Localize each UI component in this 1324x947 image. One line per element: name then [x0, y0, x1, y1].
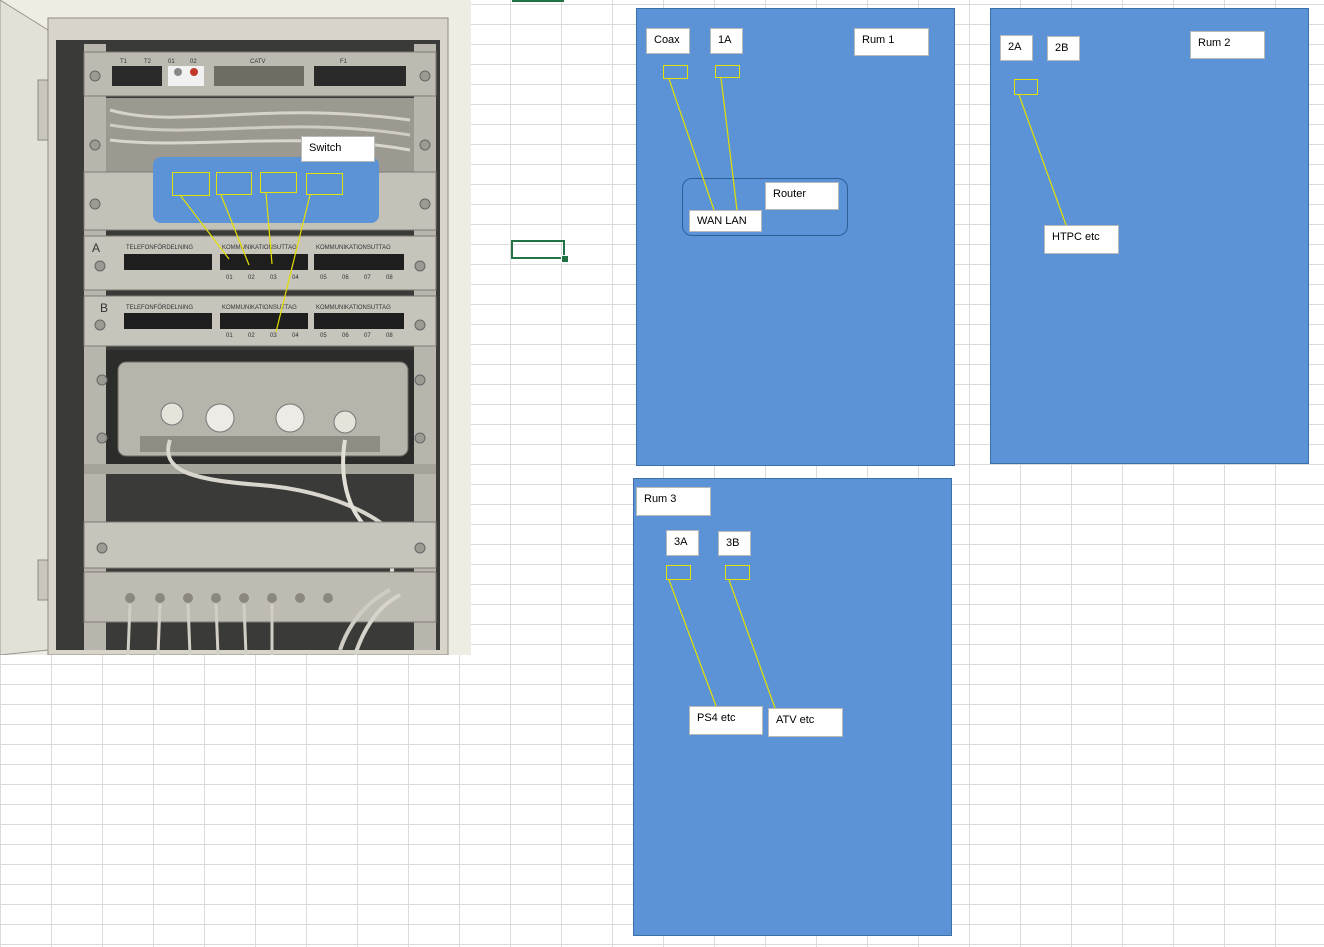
line-3b-to-atv	[728, 579, 776, 709]
rum3-port-3b-label[interactable]: 3B	[718, 531, 751, 556]
patch-b-port-02: 02	[248, 333, 255, 339]
rum2-port-2a-label[interactable]: 2A	[1000, 35, 1033, 61]
line-switch-port4-to-b03	[275, 194, 311, 333]
top-label-01: 01	[168, 59, 175, 65]
rum2-title[interactable]: Rum 2	[1190, 31, 1265, 59]
line-switch-port3-to-a03	[265, 192, 273, 265]
patch-a-port-07: 07	[364, 275, 371, 281]
patch-a-port-02: 02	[248, 275, 255, 281]
switch-port-3[interactable]	[260, 172, 297, 193]
top-label-t1: T1	[120, 59, 128, 65]
line-coax-to-wan	[668, 78, 715, 211]
patch-b-port-05: 05	[320, 333, 327, 339]
rum2-2a-port[interactable]	[1014, 79, 1038, 95]
line-2a-to-htpc	[1018, 94, 1067, 226]
rum3-title[interactable]: Rum 3	[636, 487, 711, 516]
fill-handle[interactable]	[561, 255, 569, 263]
patch-b-port-08: 08	[386, 333, 393, 339]
top-label-catv: CATV	[250, 59, 266, 65]
rum1-coax-label[interactable]: Coax	[646, 28, 690, 54]
line-switch-port2-to-a02	[220, 194, 250, 266]
patch-a-port-08: 08	[386, 275, 393, 281]
patch-b-letter: B	[100, 301, 108, 315]
rum3-port-3a-label[interactable]: 3A	[666, 530, 699, 556]
switch-port-2[interactable]	[216, 172, 252, 195]
line-switch-port1-to-a01	[179, 194, 230, 260]
rum2-port-2b-label[interactable]: 2B	[1047, 36, 1080, 61]
top-label-f1: F1	[340, 59, 348, 65]
patch-b-heading-3: KOMMUNIKATIONSUTTAG	[316, 305, 391, 311]
rum3-atv-label[interactable]: ATV etc	[768, 708, 843, 737]
router-shape[interactable]	[682, 178, 848, 236]
rum1-coax-port[interactable]	[663, 65, 688, 79]
rum1-1a-port[interactable]	[715, 65, 740, 78]
switch-port-1[interactable]	[172, 172, 210, 196]
patch-a-port-05: 05	[320, 275, 327, 281]
column-header-selection	[512, 0, 564, 2]
rum1-panel[interactable]	[636, 8, 955, 466]
switch-shape[interactable]	[153, 157, 379, 223]
patch-b-heading-2: KOMMUNIKATIONSUTTAG	[222, 305, 297, 311]
patch-a-letter: A	[92, 241, 100, 255]
rum3-3a-port[interactable]	[666, 565, 691, 580]
top-label-t2: T2	[144, 59, 152, 65]
rum2-htpc-label[interactable]: HTPC etc	[1044, 225, 1119, 254]
patch-b-port-03: 03	[270, 333, 277, 339]
rum1-port-1a-label[interactable]: 1A	[710, 28, 743, 54]
patch-a-port-04: 04	[292, 275, 299, 281]
patch-b-port-07: 07	[364, 333, 371, 339]
router-label[interactable]: Router	[765, 182, 839, 210]
rum2-panel[interactable]	[990, 8, 1309, 464]
patch-b-port-04: 04	[292, 333, 299, 339]
router-wan-lan-label[interactable]: WAN LAN	[689, 210, 762, 232]
patch-a-heading-1: TELEFONFÖRDELNING	[126, 244, 193, 251]
top-label-02: 02	[190, 59, 197, 65]
patch-b-port-01: 01	[226, 333, 233, 339]
selected-cell[interactable]	[511, 240, 565, 259]
switch-label[interactable]: Switch	[301, 136, 375, 162]
patch-a-heading-2: KOMMUNIKATIONSUTTAG	[222, 245, 297, 251]
rum3-3b-port[interactable]	[725, 565, 750, 580]
rum3-ps4-label[interactable]: PS4 etc	[689, 706, 763, 735]
line-1a-to-lan	[720, 77, 738, 211]
patch-b-port-06: 06	[342, 333, 349, 339]
switch-port-4[interactable]	[306, 173, 343, 195]
patch-a-port-06: 06	[342, 275, 349, 281]
network-cabinet-photo[interactable]: T1 T2 01 02 CATV F1 A TELEFONFÖRDELNING …	[0, 0, 471, 655]
patch-a-heading-3: KOMMUNIKATIONSUTTAG	[316, 245, 391, 251]
rum1-title[interactable]: Rum 1	[854, 28, 929, 56]
patch-a-port-03: 03	[270, 275, 277, 281]
patch-b-heading-1: TELEFONFÖRDELNING	[126, 304, 193, 311]
cabinet-illustration: T1 T2 01 02 CATV F1 A TELEFONFÖRDELNING …	[0, 0, 471, 655]
patch-a-port-01: 01	[226, 275, 233, 281]
line-3a-to-ps4	[668, 579, 717, 707]
